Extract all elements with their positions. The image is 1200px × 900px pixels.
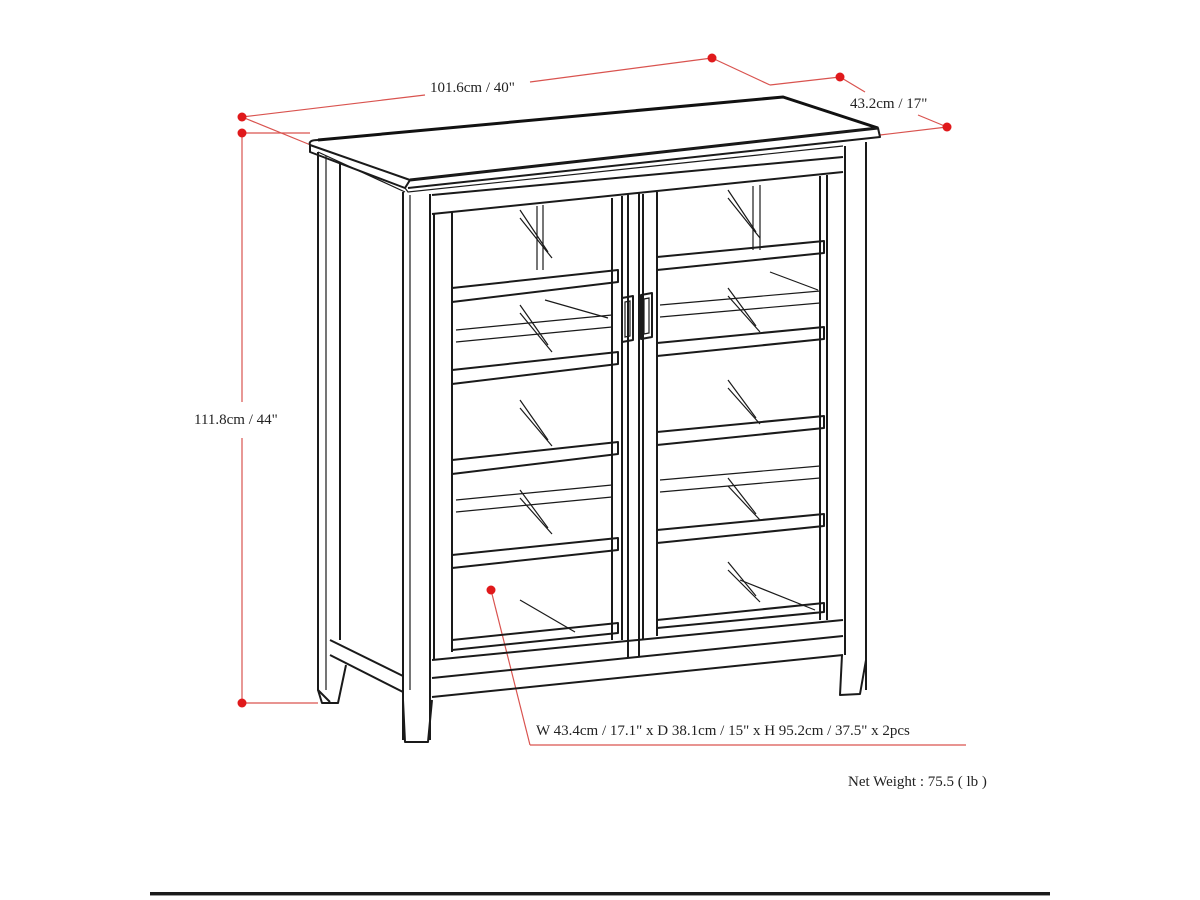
net-weight-label: Net Weight : 75.5 ( lb ) — [848, 773, 987, 791]
door-handles — [621, 292, 653, 343]
width-dimension-label: 101.6cm / 40" — [430, 79, 515, 97]
cabinet-frame — [431, 156, 844, 698]
dimension-lines — [241, 57, 966, 746]
depth-dimension-label: 43.2cm / 17" — [850, 95, 928, 113]
door-dimension-label: W 43.4cm / 17.1" x D 38.1cm / 15" x H 95… — [536, 722, 910, 740]
cabinet-top — [308, 95, 881, 193]
right-door — [642, 175, 828, 640]
cabinet-side — [317, 142, 867, 743]
left-door — [433, 196, 623, 660]
dimension-dots — [237, 53, 952, 708]
footer-divider — [150, 892, 1050, 896]
height-dimension-label: 111.8cm / 44" — [194, 411, 278, 429]
